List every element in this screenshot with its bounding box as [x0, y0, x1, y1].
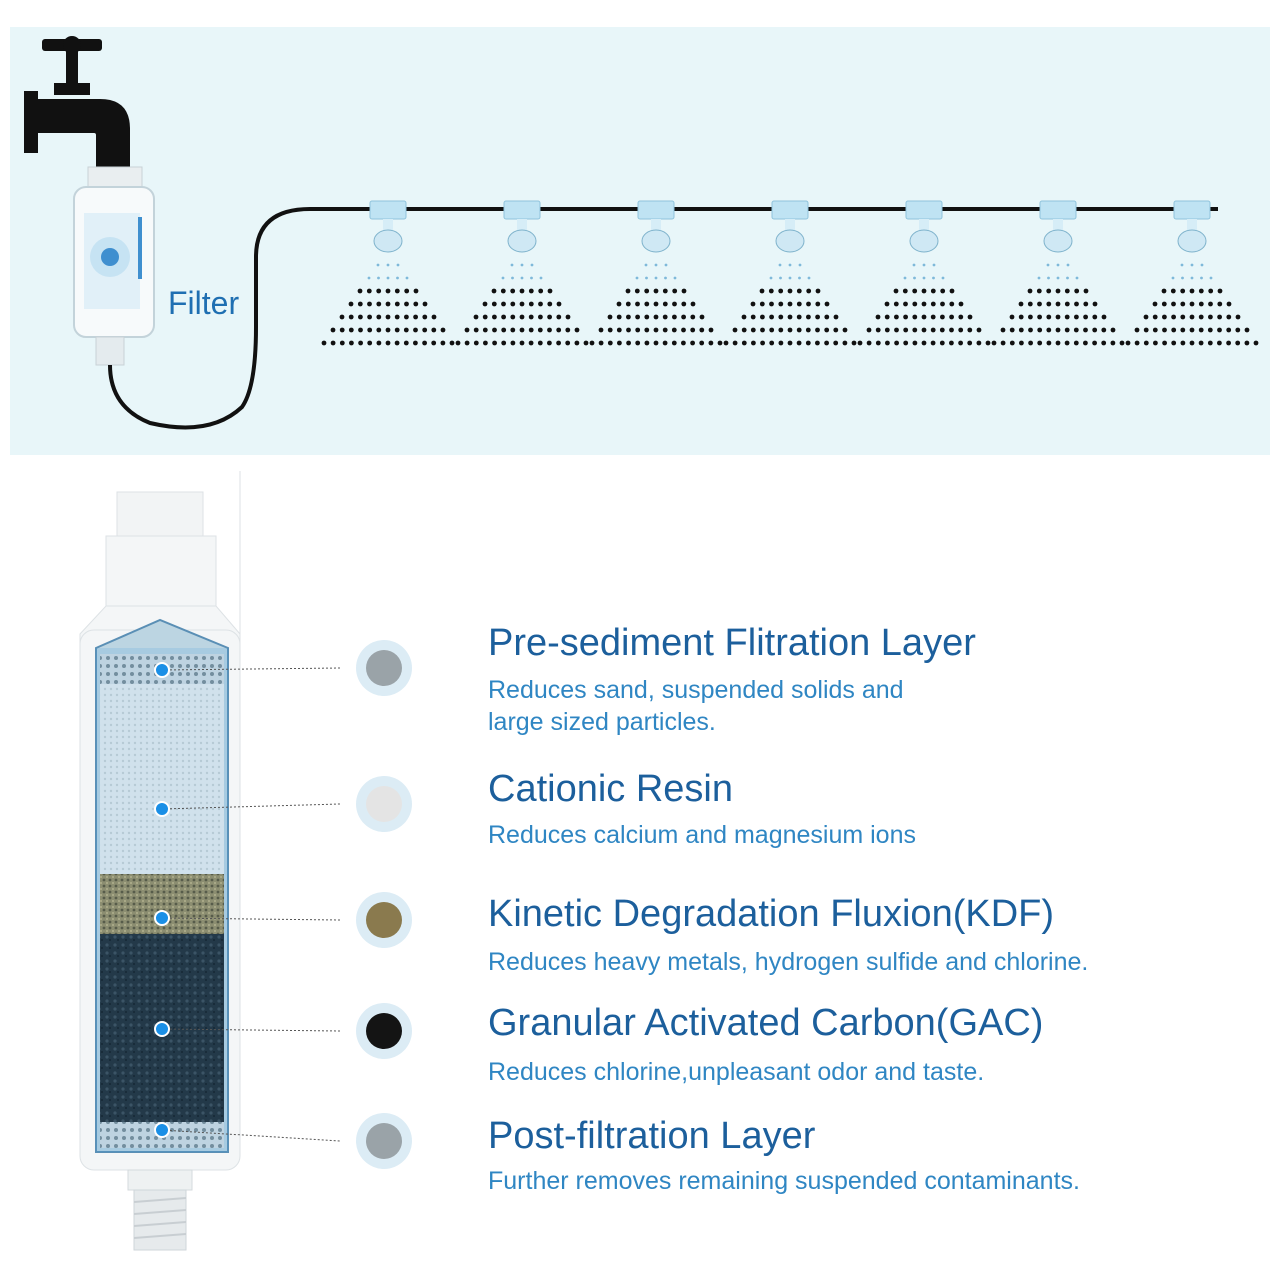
leader-line [161, 667, 341, 671]
mist-nozzle-icon [991, 200, 1125, 346]
filter-cartridge-icon [73, 166, 155, 366]
installation-illustration [24, 36, 1259, 430]
layer-title-post-filtration: Post-filtration Layer [488, 1115, 816, 1157]
layer-desc-cationic-resin: Reduces calcium and magnesium ions [488, 821, 916, 849]
swatch-gac-fill [366, 1013, 402, 1049]
swatch-pre-sediment [356, 640, 412, 696]
mist-nozzle-icon [321, 200, 455, 346]
hose-pipe [108, 207, 1218, 430]
mist-nozzle-icon [455, 200, 589, 346]
mist-nozzle-icon [723, 200, 857, 346]
nozzle-row [321, 200, 1259, 346]
layer-markers [154, 662, 341, 1142]
swatch-gac [356, 1003, 412, 1059]
layer-title-gac: Granular Activated Carbon(GAC) [488, 1002, 1044, 1044]
installation-diagram: Filter [10, 27, 1270, 455]
filter-label: Filter [168, 285, 240, 321]
layer-desc-pre-sediment: Reduces sand, suspended solids and large… [488, 676, 904, 736]
layer-title-pre-sediment: Pre-sediment Flitration Layer [488, 622, 976, 664]
mist-nozzle-icon [1125, 200, 1259, 346]
layer-title-kdf: Kinetic Degradation Fluxion(KDF) [488, 893, 1055, 935]
layer-marker-dot [154, 1122, 170, 1138]
layer-marker-dot [154, 662, 170, 678]
mist-nozzle-icon [857, 200, 991, 346]
cartridge-cutaway [79, 471, 341, 1251]
layer-desc-post-filtration: Further removes remaining suspended cont… [488, 1167, 1080, 1195]
layer-desc-kdf: Reduces heavy metals, hydrogen sulfide a… [488, 948, 1089, 976]
swatch-kdf [356, 892, 412, 948]
swatch-post-filtration [356, 1113, 412, 1169]
layer-title-cationic-resin: Cationic Resin [488, 768, 733, 810]
swatch-pre-sediment-fill [366, 650, 402, 686]
leader-line [161, 1129, 341, 1142]
faucet-icon [24, 36, 130, 167]
leader-line [161, 803, 341, 810]
swatch-post-filtration-fill [366, 1123, 402, 1159]
swatch-cationic-resin-fill [366, 786, 402, 822]
swatch-kdf-fill [366, 902, 402, 938]
leader-line [161, 1028, 341, 1032]
layer-marker-dot [154, 801, 170, 817]
layer-desc-gac: Reduces chlorine,unpleasant odor and tas… [488, 1058, 985, 1086]
leader-line [161, 917, 341, 921]
layer-marker-dot [154, 1021, 170, 1037]
swatch-cationic-resin [356, 776, 412, 832]
layer-marker-dot [154, 910, 170, 926]
mist-nozzle-icon [589, 200, 723, 346]
